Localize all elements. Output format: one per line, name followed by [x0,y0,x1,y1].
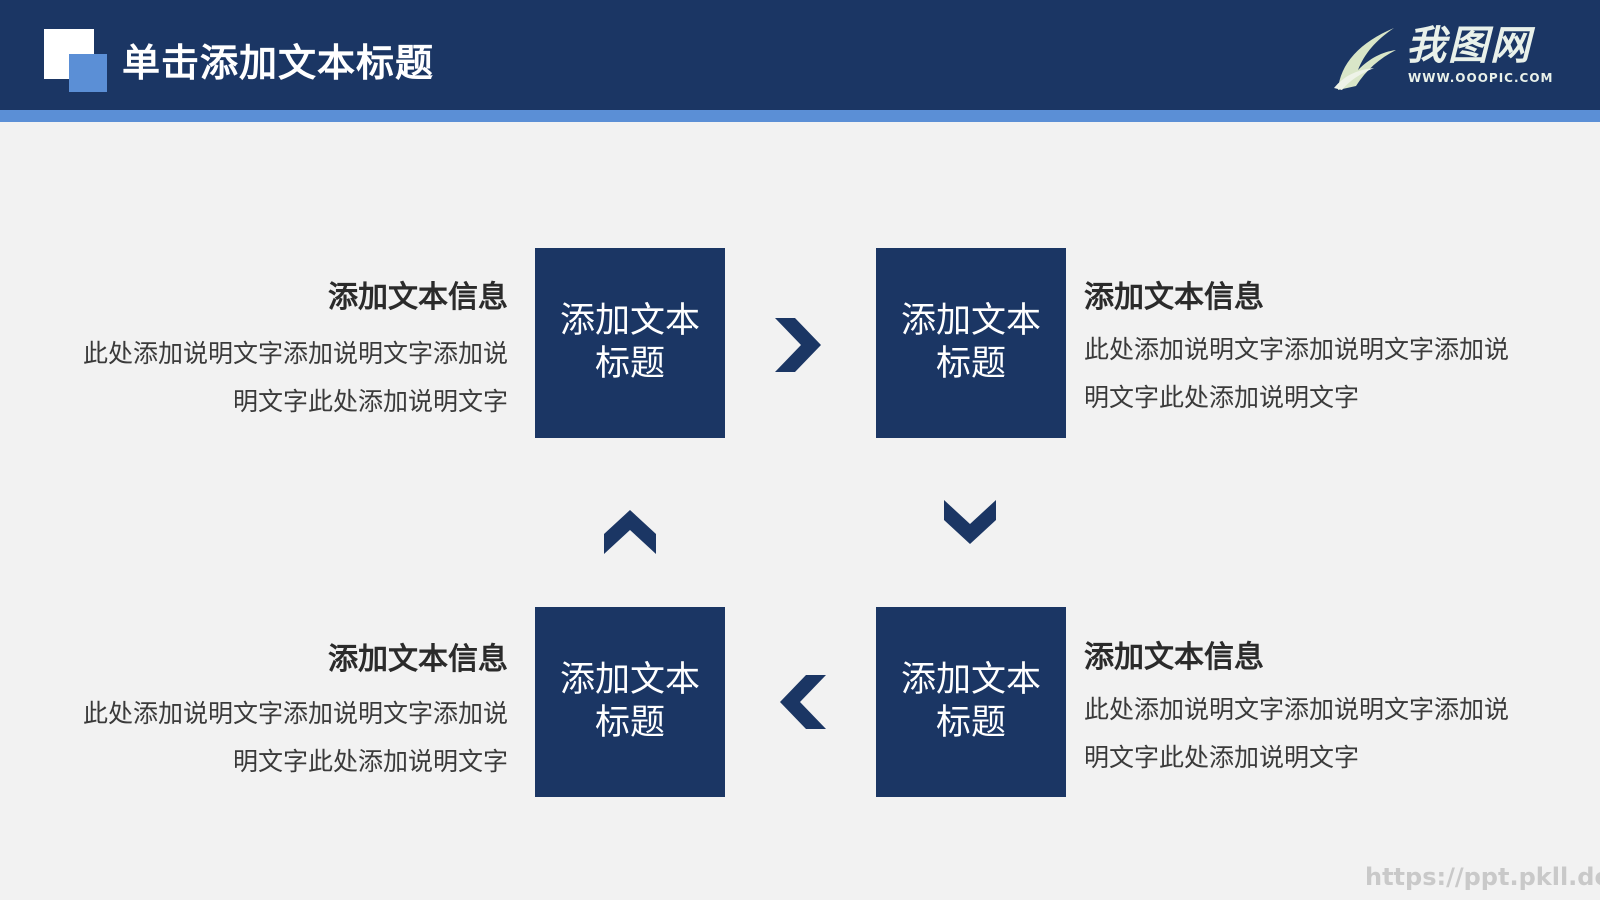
info-body-4[interactable]: 此处添加说明文字添加说明文字添加说明文字此处添加说明文字 [82,699,508,776]
chevron-left-icon [780,675,826,729]
brand-url: WWW.OOOPIC.COM [1408,71,1554,85]
watermark-url: https://ppt.pkll.de [1365,863,1600,891]
step-box-label-1: 添加文本标题 [559,301,700,384]
chevron-down-icon [944,500,996,544]
info-body-2[interactable]: 此处添加说明文字添加说明文字添加说明文字此处添加说明文字 [1084,335,1510,412]
chevron-up-icon [604,510,656,554]
step-box-1[interactable]: 添加文本标题 [535,248,725,438]
step-box-2[interactable]: 添加文本标题 [876,248,1066,438]
brand-logo: 我图网 WWW.OOOPIC.COM [1330,18,1570,98]
info-title-2[interactable]: 添加文本信息 [1084,280,1264,315]
step-box-4[interactable]: 添加文本标题 [535,607,725,797]
logo-square-blue [69,54,107,92]
brand-name: 我图网 [1406,23,1532,69]
header-accent-stripe [0,110,1600,122]
page-title[interactable]: 单击添加文本标题 [122,41,435,85]
feather-icon [1334,28,1396,90]
info-title-1[interactable]: 添加文本信息 [328,280,508,315]
info-body-3[interactable]: 此处添加说明文字添加说明文字添加说明文字此处添加说明文字 [1084,695,1510,772]
info-title-4[interactable]: 添加文本信息 [328,642,508,677]
info-body-1[interactable]: 此处添加说明文字添加说明文字添加说明文字此处添加说明文字 [82,339,508,416]
info-title-3[interactable]: 添加文本信息 [1084,640,1264,675]
chevron-right-icon [775,318,821,372]
step-box-label-2: 添加文本标题 [900,301,1041,384]
header-bar [0,0,1600,110]
step-box-label-3: 添加文本标题 [900,660,1041,743]
step-box-label-4: 添加文本标题 [559,660,700,743]
step-box-3[interactable]: 添加文本标题 [876,607,1066,797]
